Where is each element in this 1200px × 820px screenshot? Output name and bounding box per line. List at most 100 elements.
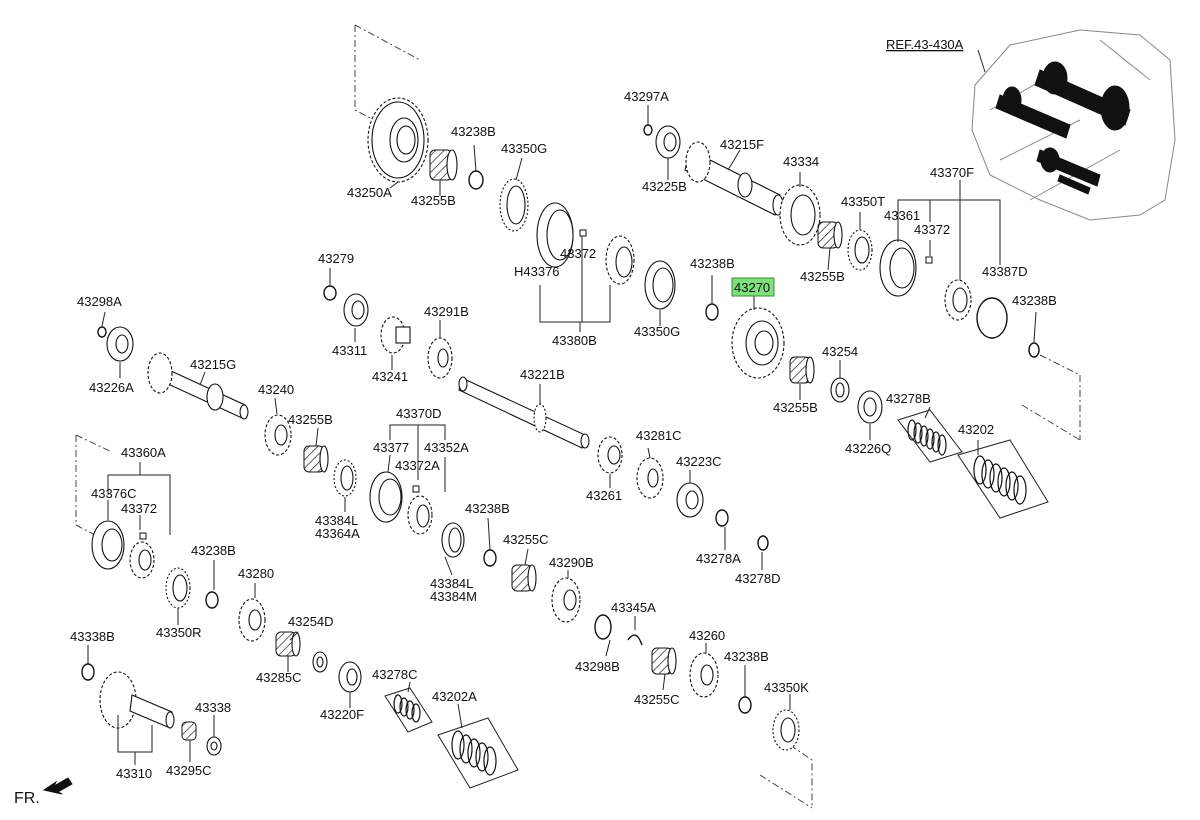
part-label[interactable]: 43334 (783, 154, 819, 169)
part-labels: 43250A 43255B 43238B 43350G 43297A 43215F 4322… (14, 37, 1057, 807)
part-label[interactable]: 43223C (676, 454, 722, 469)
part-label[interactable]: 43338B (70, 629, 115, 644)
bearing-43226a (106, 326, 134, 362)
direction-arrow (42, 777, 73, 795)
part-label[interactable]: 43387D (982, 264, 1028, 279)
ring-43338b (81, 663, 95, 681)
part-label[interactable]: 43311 (332, 343, 367, 358)
part-label[interactable]: 43255B (773, 400, 818, 415)
part-label[interactable]: 43372 (121, 501, 157, 516)
ring-43298b (594, 614, 612, 640)
shim-set-43278c (384, 687, 433, 733)
bearing-43311 (343, 293, 369, 327)
shaft-43215f (684, 141, 784, 216)
gear-43261 (597, 436, 623, 474)
part-label[interactable]: 43376C (91, 486, 137, 501)
part-label[interactable]: 43238B (724, 649, 769, 664)
part-label[interactable]: 43338 (195, 700, 231, 715)
part-label[interactable]: 43278B (886, 391, 931, 406)
part-label[interactable]: 43345A (611, 600, 656, 615)
part-label[interactable]: 43215G (190, 357, 236, 372)
bearing-43255b-2 (817, 221, 843, 249)
washer-43254 (830, 377, 850, 403)
part-label[interactable]: 43254 (822, 344, 858, 359)
part-label[interactable]: 43360A (121, 445, 166, 460)
key-43372a (412, 485, 420, 493)
part-label[interactable]: 43255B (288, 412, 333, 427)
part-label[interactable]: 43238B (191, 543, 236, 558)
part-label[interactable]: 43291B (424, 304, 469, 319)
part-label[interactable]: 43384M (430, 589, 477, 604)
part-label[interactable]: 43261 (586, 488, 622, 503)
part-label[interactable]: 43226A (89, 380, 134, 395)
part-label[interactable]: 43372A (395, 458, 440, 473)
part-label[interactable]: 43377 (373, 440, 409, 455)
part-label[interactable]: 43238B (465, 501, 510, 516)
part-label[interactable]: 43255B (411, 193, 456, 208)
gear-43281c (636, 457, 664, 499)
part-label[interactable]: 43255C (634, 692, 680, 707)
part-label[interactable]: 43238B (1012, 293, 1057, 308)
highlight-box (731, 277, 775, 297)
part-label[interactable]: 43280 (238, 566, 274, 581)
bearing-43285c (275, 631, 301, 657)
part-label[interactable]: 43310 (116, 766, 152, 781)
part-label[interactable]: 43260 (689, 628, 725, 643)
bearing-43295c (181, 721, 197, 741)
part-label[interactable]: 43372 (560, 246, 596, 261)
hub-43360a (129, 541, 155, 579)
part-label[interactable]: 43278A (696, 551, 741, 566)
part-label[interactable]: 43221B (520, 367, 565, 382)
part-label[interactable]: 43295C (166, 763, 212, 778)
gear-43280 (238, 598, 266, 642)
part-label[interactable]: 43352A (424, 440, 469, 455)
part-label[interactable]: 43240 (258, 382, 294, 397)
part-label[interactable]: 43297A (624, 89, 669, 104)
ref-label[interactable]: REF.43-430A (886, 37, 964, 52)
direction-label: FR. (14, 790, 40, 807)
part-label[interactable]: 43350G (501, 141, 547, 156)
part-label[interactable]: 43370D (396, 406, 442, 421)
part-label[interactable]: 43202 (958, 422, 994, 437)
part-label[interactable]: 43202A (432, 689, 477, 704)
part-label[interactable]: 43220F (320, 707, 364, 722)
part-label[interactable]: 43285C (256, 670, 302, 685)
part-label[interactable]: 43278D (735, 571, 781, 586)
part-label[interactable]: 43350G (634, 324, 680, 339)
part-label[interactable]: 43250A (347, 185, 392, 200)
part-label[interactable]: 43384L (315, 513, 358, 528)
part-label[interactable]: 43255B (800, 269, 845, 284)
part-label[interactable]: 43350T (841, 194, 885, 209)
part-label[interactable]: 43278C (372, 667, 418, 682)
part-label[interactable]: 43254D (288, 614, 334, 629)
part-label[interactable]: 43298B (575, 659, 620, 674)
part-label[interactable]: 43350R (156, 625, 202, 640)
part-label[interactable]: 43226Q (845, 441, 891, 456)
part-label[interactable]: 43225B (642, 179, 687, 194)
part-label[interactable]: 43361 (884, 208, 920, 223)
hub-43352a (407, 495, 433, 535)
part-label[interactable]: 43370F (930, 165, 974, 180)
sleeve-43361 (879, 239, 917, 297)
part-label[interactable]: 43380B (552, 333, 597, 348)
part-label[interactable]: 43384L (430, 576, 473, 591)
part-label[interactable]: 43238B (451, 124, 496, 139)
part-label[interactable]: 43298A (77, 294, 122, 309)
part-label[interactable]: 43364A (315, 526, 360, 541)
part-label[interactable]: 43238B (690, 256, 735, 271)
part-label[interactable]: 43241 (372, 369, 408, 384)
part-label[interactable]: 43255C (503, 532, 549, 547)
part-label[interactable]: 43279 (318, 251, 354, 266)
part-label[interactable]: 43290B (549, 555, 594, 570)
part-label[interactable]: 43372 (914, 222, 950, 237)
part-label[interactable]: H43376 (514, 264, 560, 279)
synchro-ring-43350t (847, 229, 873, 271)
part-label[interactable]: 43215F (720, 137, 764, 152)
snap-ring-43279 (323, 285, 337, 301)
part-label[interactable]: 43350K (764, 680, 809, 695)
key-43372-1 (579, 229, 587, 237)
gear-43334 (779, 184, 821, 246)
gear-43240 (264, 414, 292, 456)
part-label[interactable]: 43281C (636, 428, 682, 443)
part-label[interactable]: 43270 (734, 280, 770, 295)
